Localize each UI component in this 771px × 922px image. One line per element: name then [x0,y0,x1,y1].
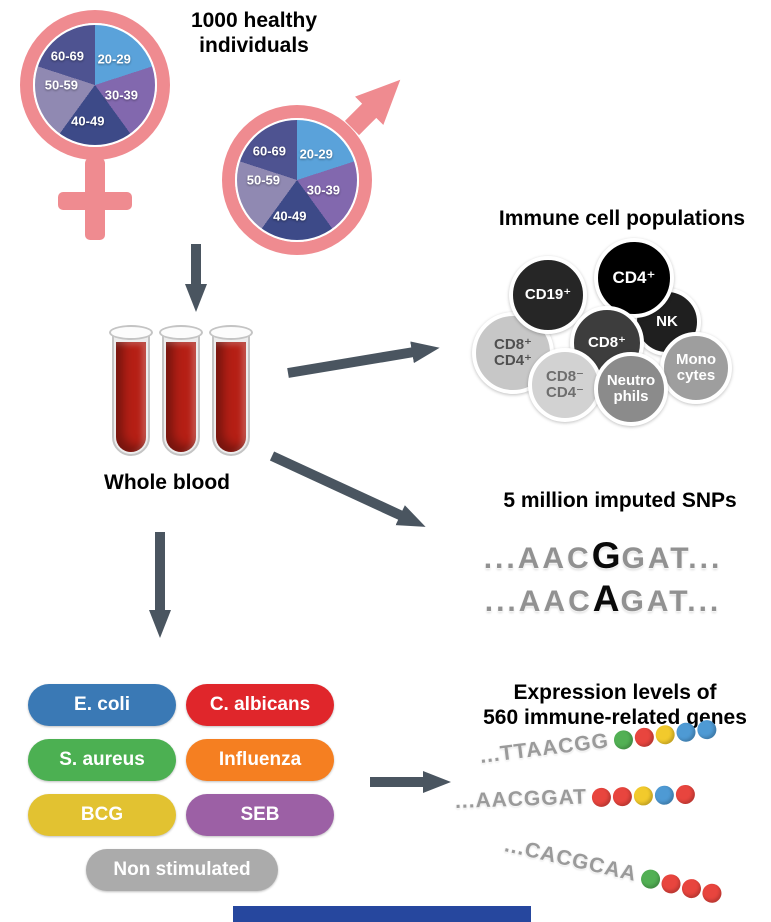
blood-tube [209,325,253,456]
pie-label-40-49: 40-49 [273,208,307,224]
tube-blood [166,342,196,452]
expression-bead [680,876,703,900]
expression-bead [675,721,697,743]
snps-title: 5 million imputed SNPs [503,489,737,512]
expression-bead [700,881,724,905]
arrow-blood-to-cells [287,341,440,378]
cell-label: CD8⁺ CD4⁺ [494,336,532,369]
blood-tube [159,325,203,456]
strand-sequence: ...AACGGAT [454,785,588,813]
cell-label: Neutro phils [606,372,656,405]
expression-bead [659,871,683,895]
immune-populations-title: Immune cell populations [498,207,746,230]
pill-label: C. albicans [209,694,311,715]
pie-label-20-29: 20-29 [97,51,131,67]
expression-strand-2: ...AACGGAT [455,782,696,814]
cell-label: NK [656,313,678,331]
seq-suffix: GAT... [621,542,723,575]
female-crossbar [58,192,132,210]
male-symbol: 20-29 30-39 40-49 50-59 60-69 [222,105,402,265]
footer-bar [233,906,531,922]
strand-sequence: ...CACGCAA [502,833,640,887]
female-ring: 20-29 30-39 40-49 50-59 60-69 [20,10,170,160]
cell-label: CD19⁺ [524,286,572,304]
pill-bcg: BCG [28,794,176,836]
seq-suffix: GAT... [620,585,722,618]
pie-label-50-59: 50-59 [246,172,281,188]
cell-label: CD8⁺ [588,334,626,352]
blood-tube [109,325,153,456]
pill-label: SEB [240,804,280,825]
pie-label-50-59: 50-59 [44,77,79,93]
cell-cd4pos: CD4⁺ [594,238,674,318]
pill-label: BCG [80,804,124,825]
seq-variant-allele: G [591,535,622,576]
pill-label: S. aureus [59,749,145,770]
pill-influenza: Influenza [186,739,334,781]
tube-cap [209,325,253,340]
arrow-blood-to-snps [269,451,426,527]
expression-bead [612,786,633,806]
cell-label: CD8⁻ CD4⁻ [546,368,584,401]
female-age-pie: 20-29 30-39 40-49 50-59 60-69 [33,23,157,147]
snp-sequence-1: ...AACGGAT... [438,535,768,577]
expression-bead [591,787,612,807]
tube-cap [109,325,153,340]
pill-non-stimulated: Non stimulated [86,849,278,891]
cell-cd8neg-cd4neg: CD8⁻ CD4⁻ [528,348,602,422]
pie-label-20-29: 20-29 [299,146,333,162]
expression-title: Expression levels of 560 immune-related … [483,681,747,730]
male-age-pie: 20-29 30-39 40-49 50-59 60-69 [235,118,359,242]
pie-label-60-69: 60-69 [252,143,287,159]
expression-bead [675,784,696,804]
whole-blood-label: Whole blood [104,471,230,494]
expression-bead [654,784,675,805]
male-ring: 20-29 30-39 40-49 50-59 60-69 [222,105,372,255]
pill-e-coli: E. coli [28,684,176,726]
cell-label: CD4⁺ [612,268,656,288]
pill-s-aureus: S. aureus [28,739,176,781]
pie-label-40-49: 40-49 [71,113,105,129]
pie-label-60-69: 60-69 [50,48,85,64]
tube-blood [216,342,246,452]
expression-strand-3: ...CACGCAA [502,833,724,906]
expression-bead [633,726,655,748]
pill-label: E. coli [74,694,130,715]
cell-neutrophils: Neutro phils [594,352,668,426]
pill-label: Non stimulated [113,859,251,880]
expression-bead [654,723,676,745]
expression-bead [639,867,662,890]
pill-c-albicans: C. albicans [186,684,334,726]
cell-cd19pos: CD19⁺ [509,256,587,334]
pill-label: Influenza [218,749,302,770]
expression-bead [695,718,718,740]
expression-bead [612,728,634,751]
pill-seb: SEB [186,794,334,836]
stimuli-panel: E. coli C. albicans S. aureus Influenza … [28,684,358,894]
snp-sequence-2: ...AACAGAT... [438,578,768,620]
pie-label-30-39: 30-39 [306,182,341,198]
blood-tubes [109,325,262,462]
expression-bead [633,785,654,806]
cohort-title: 1000 healthy individuals [190,9,318,58]
cell-label: Mono cytes [676,351,716,384]
seq-variant-allele: A [592,578,621,619]
strand-sequence: ...TTAACGG [478,729,611,768]
female-symbol: 20-29 30-39 40-49 50-59 60-69 [20,10,180,242]
pie-label-30-39: 30-39 [104,87,139,103]
seq-prefix: ...AAC [484,585,593,618]
seq-prefix: ...AAC [483,542,592,575]
tube-cap [159,325,203,340]
tube-blood [116,342,146,452]
cell-monocytes: Mono cytes [660,332,732,404]
